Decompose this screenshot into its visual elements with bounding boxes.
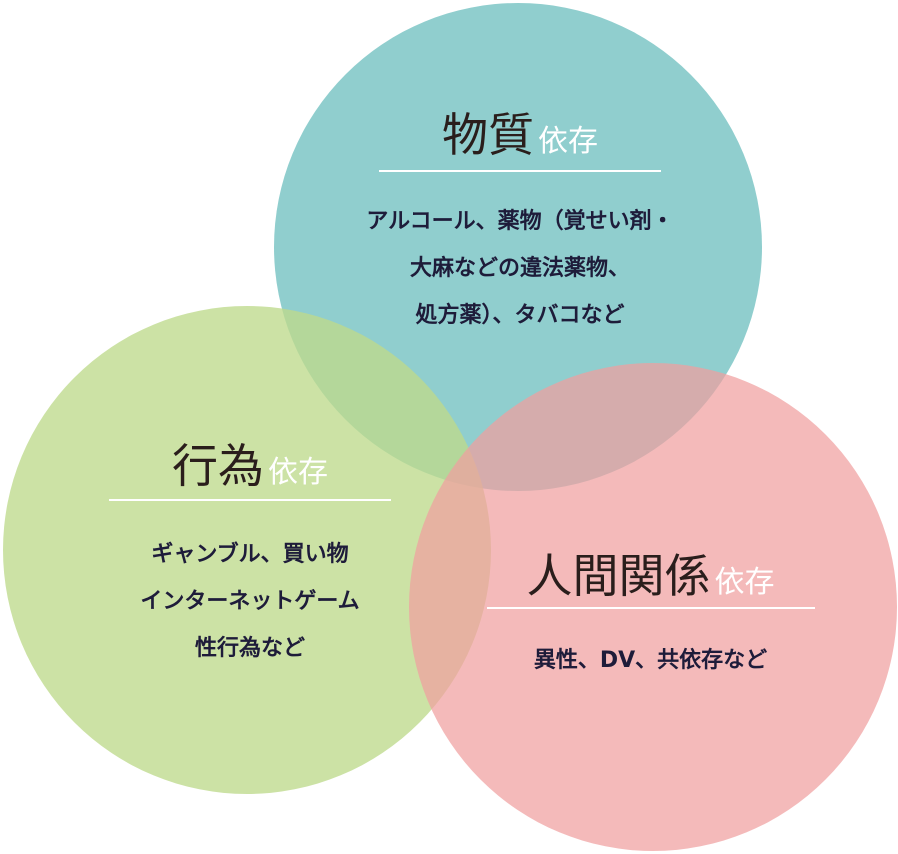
substance-description-line: 処方薬）、タバコなど [415, 303, 625, 328]
substance-description-line: 大麻などの違法薬物、 [409, 256, 630, 281]
relationship-title-main: 人間関係 [526, 549, 711, 603]
behavior-description-line: 性行為など [194, 636, 305, 661]
relationship-title-suffix: 依存 [714, 566, 775, 599]
behavior-title-main: 行為 [172, 439, 264, 493]
substance-description: アルコール、薬物（覚せい剤・ 大麻などの違法薬物、 処方薬）、タバコなど [300, 198, 740, 339]
relationship-title-underline [486, 607, 815, 609]
behavior-title-underline [109, 499, 391, 501]
substance-title-suffix: 依存 [538, 125, 598, 158]
relationship-description-line: 異性、DV、共依存など [533, 648, 768, 673]
substance-description-line: アルコール、薬物（覚せい剤・ [366, 209, 674, 234]
behavior-description-line: インターネットゲーム [140, 589, 360, 614]
behavior-dependency-circle [3, 306, 491, 794]
relationship-dependency-title: 人間関係依存 [478, 553, 823, 599]
behavior-dependency-title: 行為依存 [90, 443, 410, 489]
behavior-description: ギャンブル、買い物 インターネットゲーム 性行為など [90, 531, 410, 672]
behavior-dependency-block: 行為依存 ギャンブル、買い物 インターネットゲーム 性行為など [90, 443, 410, 672]
relationship-dependency-block: 人間関係依存 異性、DV、共依存など [478, 553, 823, 684]
substance-dependency-title: 物質依存 [300, 112, 740, 158]
substance-title-main: 物質 [442, 108, 534, 162]
behavior-description-line: ギャンブル、買い物 [151, 542, 349, 567]
substance-dependency-block: 物質依存 アルコール、薬物（覚せい剤・ 大麻などの違法薬物、 処方薬）、タバコな… [300, 112, 740, 339]
relationship-description: 異性、DV、共依存など [478, 637, 823, 684]
substance-title-underline [379, 170, 661, 172]
behavior-title-suffix: 依存 [268, 456, 328, 489]
